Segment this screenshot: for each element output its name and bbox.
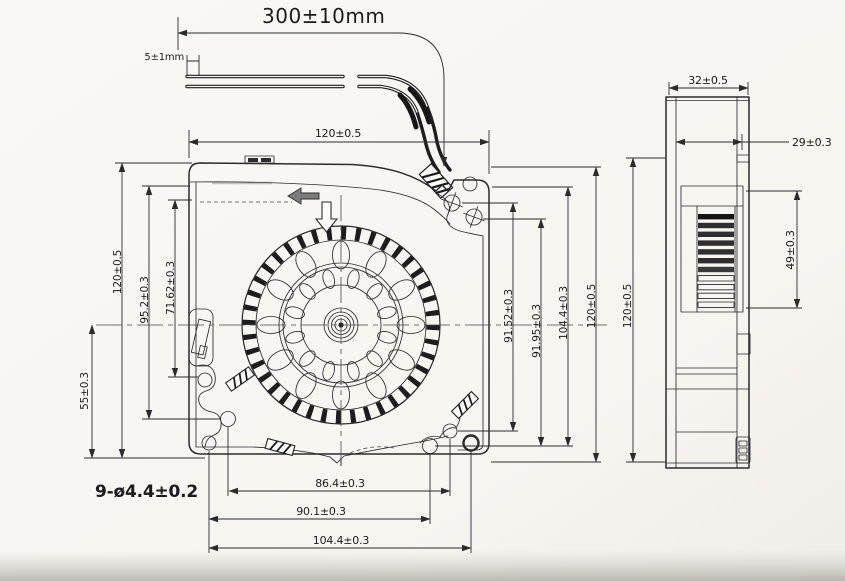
- side-connector: [735, 436, 751, 464]
- dim-cable-strip: 5±1mm: [144, 52, 200, 76]
- left-latch: [188, 308, 214, 367]
- cable-length-label: 300±10mm: [262, 4, 385, 28]
- dim-front-left-95: 95.2±0.3: [139, 276, 151, 323]
- dim-front-top-width: 120±0.5: [315, 127, 362, 140]
- dim-front-right-120: 120±0.5: [586, 284, 598, 328]
- front-view: [96, 155, 607, 466]
- side-view-dimensions: 32±0.5 29±0.3 49±0.3 120±0.5: [622, 74, 832, 463]
- pad-bottom: [264, 437, 296, 457]
- dim-front-right-9152: 91.52±0.3: [503, 289, 515, 343]
- pad-left: [224, 366, 256, 392]
- photo-bottom-shadow: [0, 550, 845, 581]
- pad-corner: [450, 390, 480, 420]
- side-clip-tab: [736, 333, 751, 355]
- holes-count-label: 9-ø4.4±0.2: [95, 482, 198, 502]
- dim-front-bottom-901: 90.1±0.3: [296, 505, 346, 518]
- airflow-arrow-down: [314, 201, 339, 233]
- cable-strain-relief: [418, 162, 454, 200]
- dim-front-left-55: 55±0.3: [79, 372, 91, 410]
- dim-front-left-120: 120±0.5: [112, 250, 124, 294]
- side-body-outline: [665, 96, 750, 469]
- housing-top-tab: [244, 155, 275, 164]
- cable-strip-label: 5±1mm: [144, 52, 184, 63]
- vent-louvers: [680, 185, 744, 313]
- dim-side-top-width: 32±0.5: [688, 74, 728, 87]
- dim-front-left-71: 71.62±0.3: [165, 261, 177, 315]
- dim-front-bottom-1044: 104.4±0.3: [313, 534, 370, 547]
- dim-front-right-9195: 91.95±0.3: [531, 304, 543, 358]
- front-view-dimensions: 120±0.5 55±0.3 120±0.5 95.2±0.3 71.62±0.…: [79, 127, 601, 553]
- dim-cable-length: 300±10mm: [177, 4, 448, 167]
- side-view: [665, 96, 751, 469]
- rotation-arrow-left: [287, 187, 320, 205]
- dim-front-bottom-864: 86.4±0.3: [315, 477, 365, 490]
- dim-side-vent-height: 49±0.3: [784, 230, 797, 270]
- dim-side-height: 120±0.5: [622, 284, 634, 328]
- mounting-holes: [197, 176, 485, 454]
- dim-side-inner-width: 29±0.3: [792, 136, 832, 149]
- dim-front-right-1044: 104.4±0.3: [558, 286, 570, 340]
